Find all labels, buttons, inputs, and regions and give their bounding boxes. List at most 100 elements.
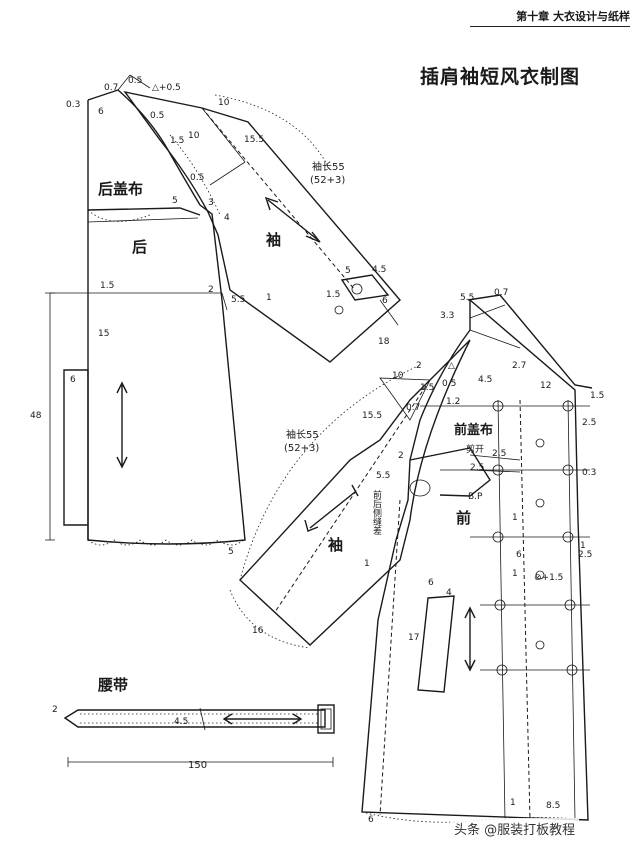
back-cuff-line	[379, 299, 399, 326]
front-sleeve-arc	[239, 364, 421, 581]
dim-label: ⊘+1.5	[534, 573, 563, 583]
front-sleeve-grain	[304, 484, 359, 532]
dim-label: 2.5	[492, 449, 506, 459]
belt-width: 4.5	[174, 717, 188, 727]
belt-length: 150	[188, 760, 207, 771]
front-pocket	[417, 595, 455, 693]
dim-label: 1	[512, 569, 518, 579]
dim-label: 1.5	[170, 136, 184, 146]
dim-label: 1.5	[100, 281, 114, 291]
dim-label: 6	[70, 375, 76, 385]
back-sleeve-guide	[201, 107, 246, 186]
dim-label: 18	[378, 337, 390, 347]
button	[535, 570, 545, 580]
dim-label: 3.3	[440, 311, 454, 321]
front-yoke-label: 前盖布	[454, 422, 493, 438]
back-sleeve-outline	[123, 90, 401, 363]
dim-label: 2.5	[578, 550, 592, 560]
dim-label: 3	[208, 198, 214, 208]
bp-point	[409, 479, 431, 497]
dim-label: 16	[252, 626, 264, 636]
dim-label: 15.5	[362, 411, 382, 421]
dim-label: 5.5	[376, 471, 390, 481]
front-collar-guide	[469, 304, 521, 349]
dim-label: 12	[540, 381, 551, 391]
chapter-heading: 第十章 大衣设计与纸样	[470, 8, 630, 27]
button	[535, 498, 545, 508]
belt-stitch	[80, 713, 320, 724]
belt-tip-width: 2	[52, 705, 58, 715]
front-cut-line	[469, 454, 521, 473]
dim-label: 1	[266, 293, 272, 303]
dim-label: 1	[510, 798, 516, 808]
dim-label: 2.5	[470, 463, 484, 473]
back-cuff-button	[351, 283, 363, 295]
belt-outline	[63, 709, 326, 728]
dim-label: 6	[98, 107, 104, 117]
front-body-label: 前	[456, 509, 471, 527]
dim-label: 0.5	[442, 379, 456, 389]
dim-label: 2	[416, 361, 422, 371]
front-side-seam	[379, 499, 401, 816]
belt-arrow	[222, 713, 303, 725]
dim-label: 6	[516, 550, 522, 560]
back-sleeve-arc	[214, 94, 331, 171]
front-grain-arrow	[464, 606, 476, 672]
button	[535, 640, 545, 650]
side-seam-label: 前后侧缝差	[371, 489, 382, 535]
front-sleeve-guide	[379, 377, 431, 421]
front-pattern	[361, 294, 593, 823]
back-grain-arrow	[116, 381, 128, 469]
dim-label: 15.5	[244, 135, 264, 145]
dim-label: 0.7	[406, 403, 420, 413]
dim-label: 10	[392, 371, 404, 381]
dim-label: 17	[408, 633, 419, 643]
dim-label: 8.5	[546, 801, 560, 811]
back-sleeve-length: 袖长55	[312, 160, 345, 173]
back-sleeve-arc2	[169, 134, 221, 216]
front-sleeve-arc2	[229, 589, 311, 649]
dim-label: 1.5	[590, 391, 604, 401]
back-cuff-tab	[340, 274, 390, 301]
back-arc	[87, 209, 151, 222]
dim-label: 1	[364, 559, 370, 569]
belt-break	[199, 707, 206, 731]
front-sleeve-length: 袖长55	[286, 428, 319, 441]
back-body-label: 后	[132, 238, 147, 256]
dim-label: 4.5	[478, 375, 492, 385]
back-sleeve-pattern	[123, 90, 401, 363]
dim-label: 0.7	[104, 83, 118, 93]
dim-label: △	[448, 361, 455, 371]
front-sleeve-center	[274, 379, 431, 613]
back-sleeve-center	[201, 107, 356, 291]
front-sleeve-label: 袖	[328, 536, 343, 554]
dim-label: 4.5	[372, 265, 386, 275]
dim-label: 1	[580, 541, 586, 551]
cut-label: 剪开	[466, 443, 484, 455]
dim-label: 1	[512, 513, 518, 523]
dim-label: 48	[30, 411, 42, 421]
dim-label: 1.5	[326, 290, 340, 300]
dim-label: △+0.5	[152, 83, 181, 93]
front-sleeve-formula: (52+3)	[284, 443, 319, 454]
dim-label: 2	[208, 285, 214, 295]
dim-label: 0.7	[494, 288, 508, 298]
back-sleeve-button	[334, 305, 344, 315]
dim-label: 5.5	[231, 295, 245, 305]
dim-label: 2.5	[582, 418, 596, 428]
dim-label: 15	[98, 329, 109, 339]
dim-label: 0.3	[66, 100, 80, 110]
front-center-line	[519, 399, 531, 821]
dim-label: 0.3	[582, 468, 596, 478]
button	[535, 438, 545, 448]
belt-buckle	[317, 704, 335, 734]
dim-label: 1.2	[446, 397, 460, 407]
dim-label: 5.5	[460, 293, 474, 303]
back-pattern	[45, 74, 246, 546]
dim-label: 2.7	[512, 361, 526, 371]
dim-label: 0.5	[150, 111, 164, 121]
back-neck-guide	[117, 74, 151, 91]
dim-label: 6	[428, 578, 434, 588]
dim-label: 1.5	[420, 383, 434, 393]
